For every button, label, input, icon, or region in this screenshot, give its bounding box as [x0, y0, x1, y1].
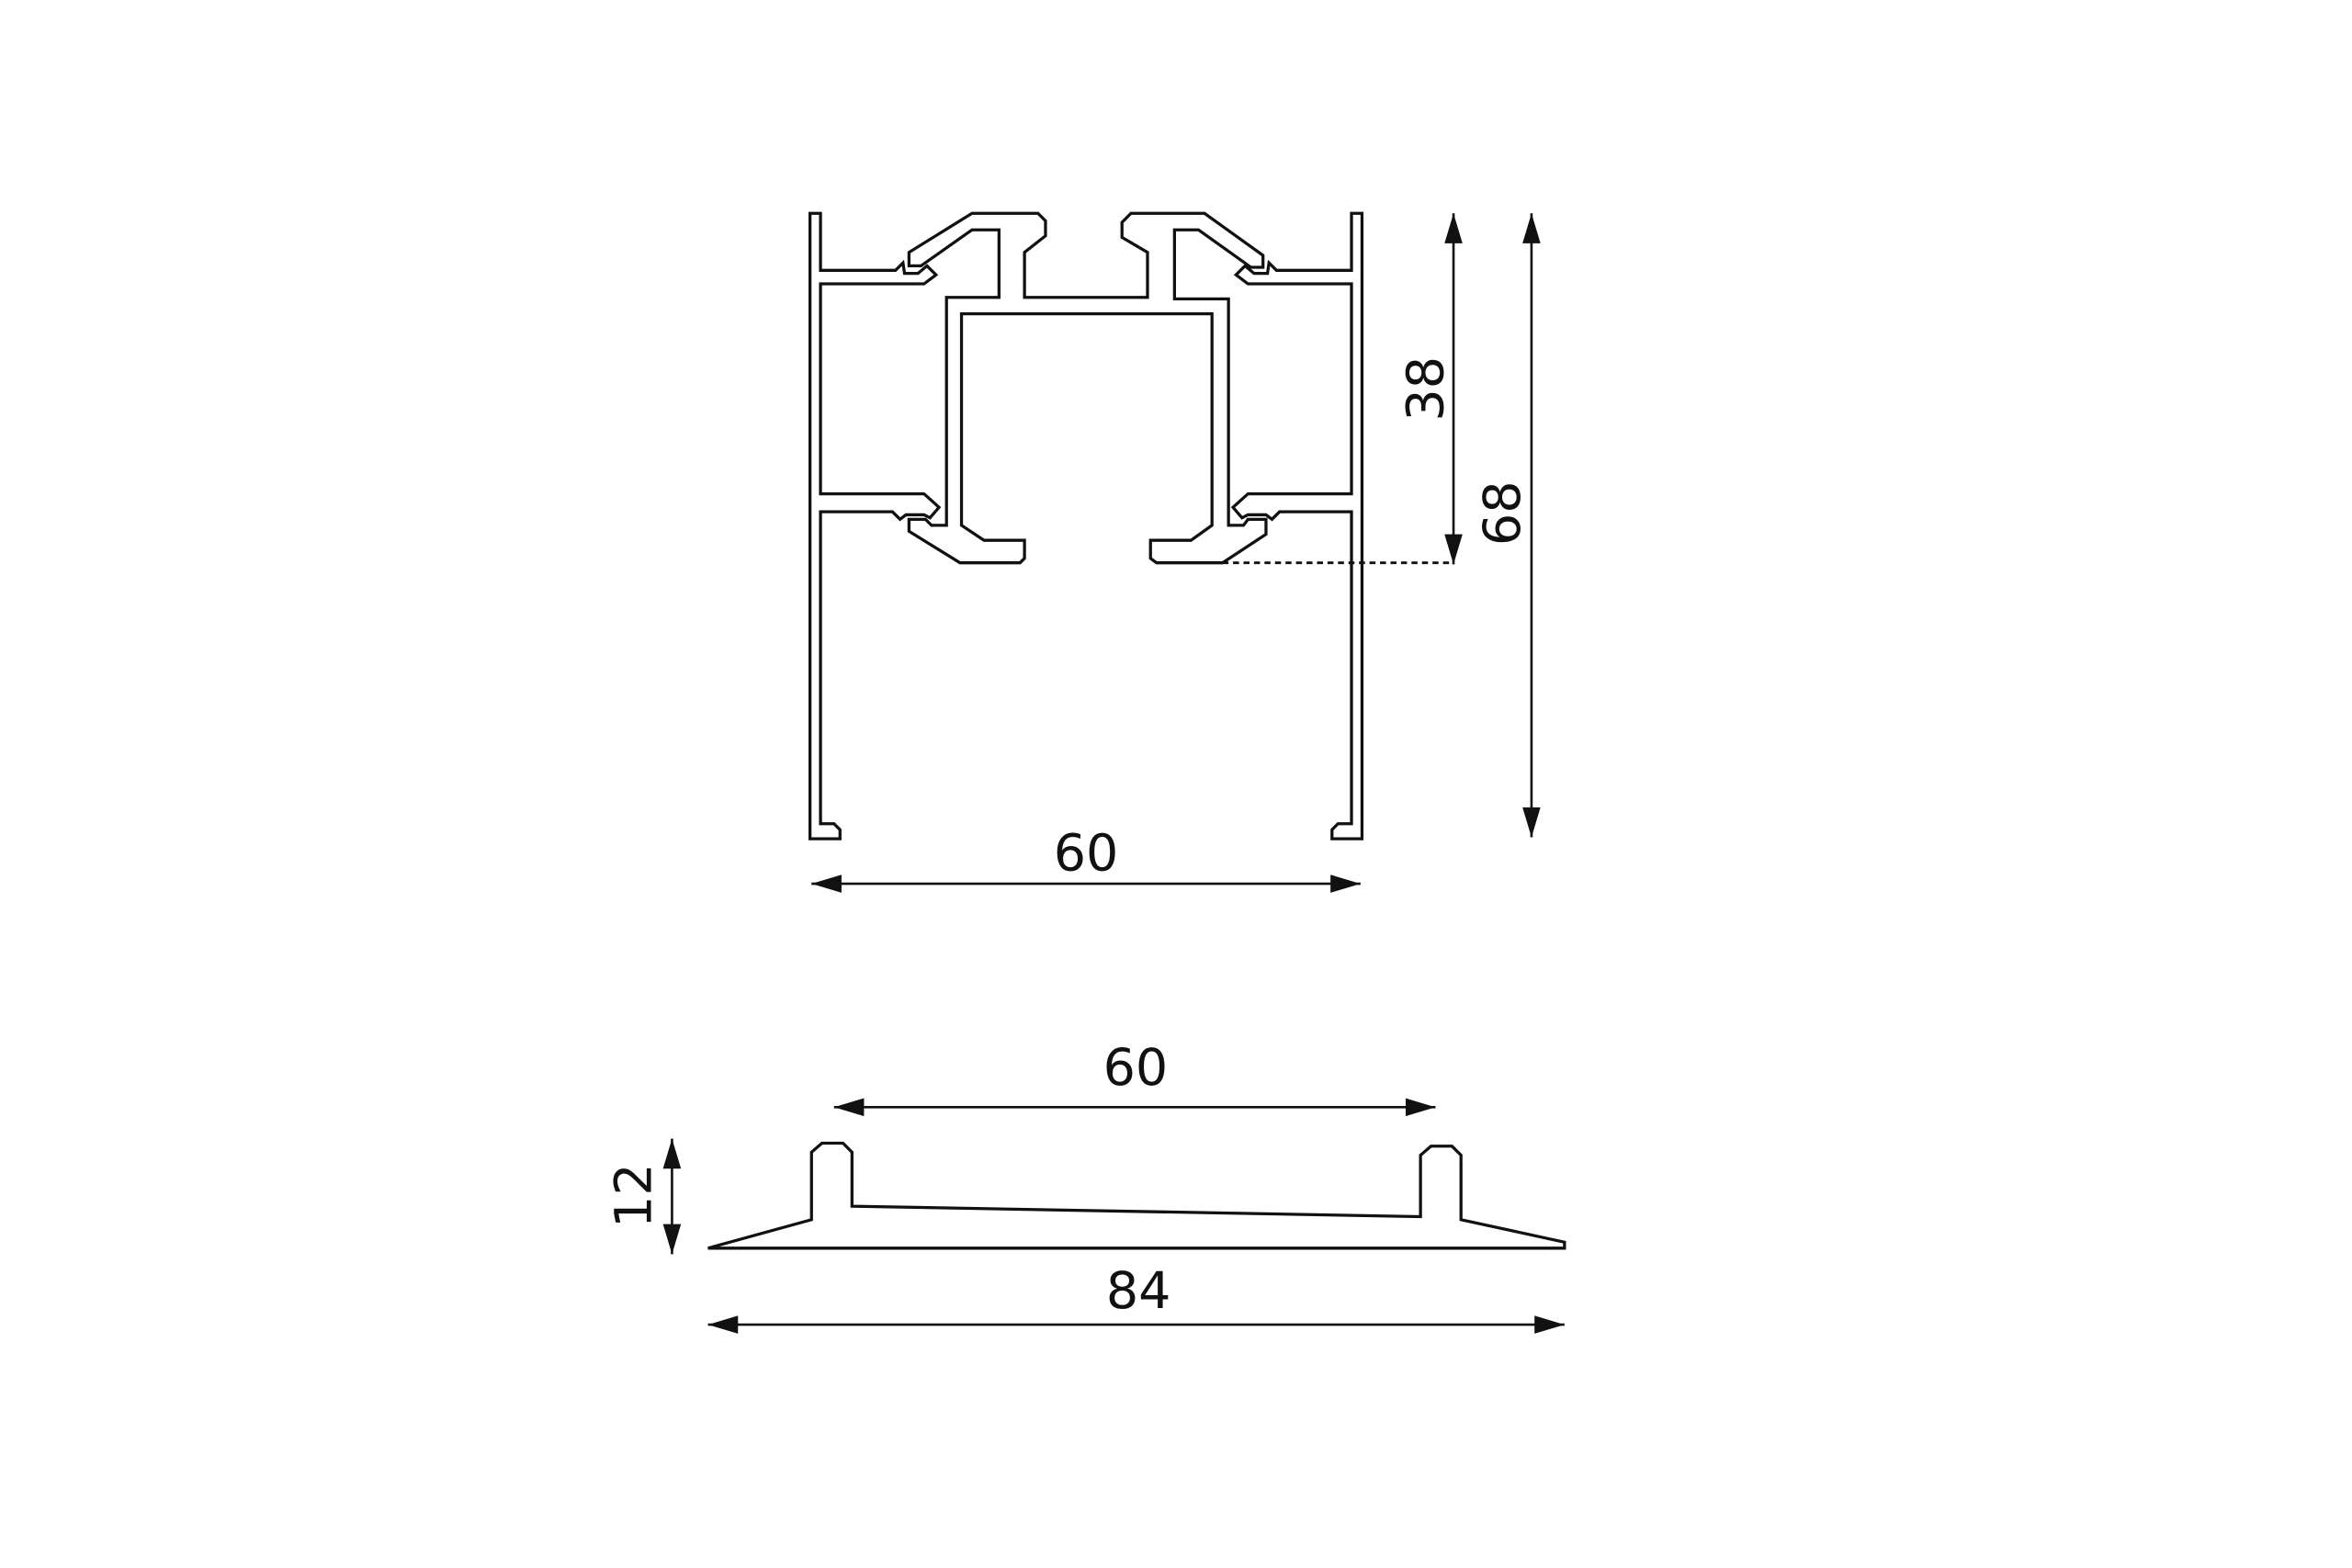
dimension-label-12: 12: [605, 1163, 664, 1228]
frame-left: [808, 211, 942, 840]
cover-profile-bottom: [707, 1141, 1566, 1250]
dimension-label-68: 68: [1473, 480, 1532, 546]
dimension-label-width-bottom: 60: [1103, 1038, 1169, 1098]
rail-profile-top: [808, 211, 1364, 840]
dimension-label-width-top: 60: [1054, 823, 1119, 883]
dimension-label-38: 38: [1396, 356, 1456, 422]
frame-right: [1230, 211, 1364, 840]
insert-channel: [907, 211, 1268, 565]
dimension-label-84: 84: [1106, 1261, 1171, 1321]
